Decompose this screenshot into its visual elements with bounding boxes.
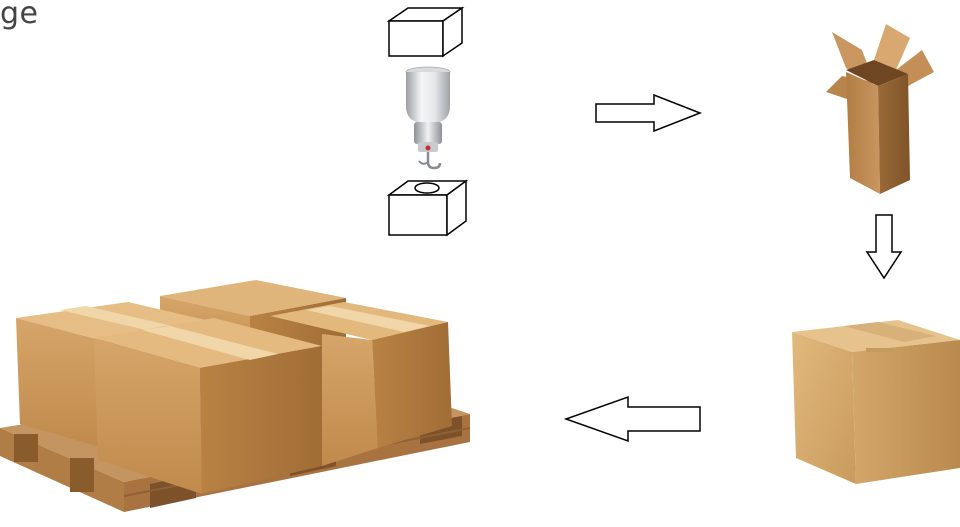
- page-title: ge: [0, 0, 39, 31]
- outline-box-with-hole-icon: [386, 178, 470, 238]
- down-arrow-icon[interactable]: [864, 212, 904, 282]
- outline-box-icon: [386, 5, 466, 59]
- open-cardboard-box-icon: [826, 20, 938, 198]
- boxes-on-pallet-icon: [0, 276, 478, 516]
- right-arrow-icon[interactable]: [592, 92, 704, 134]
- bulb-lamp-icon: [392, 62, 464, 174]
- left-arrow-icon[interactable]: [562, 394, 704, 444]
- closed-cardboard-box-icon: [786, 318, 960, 486]
